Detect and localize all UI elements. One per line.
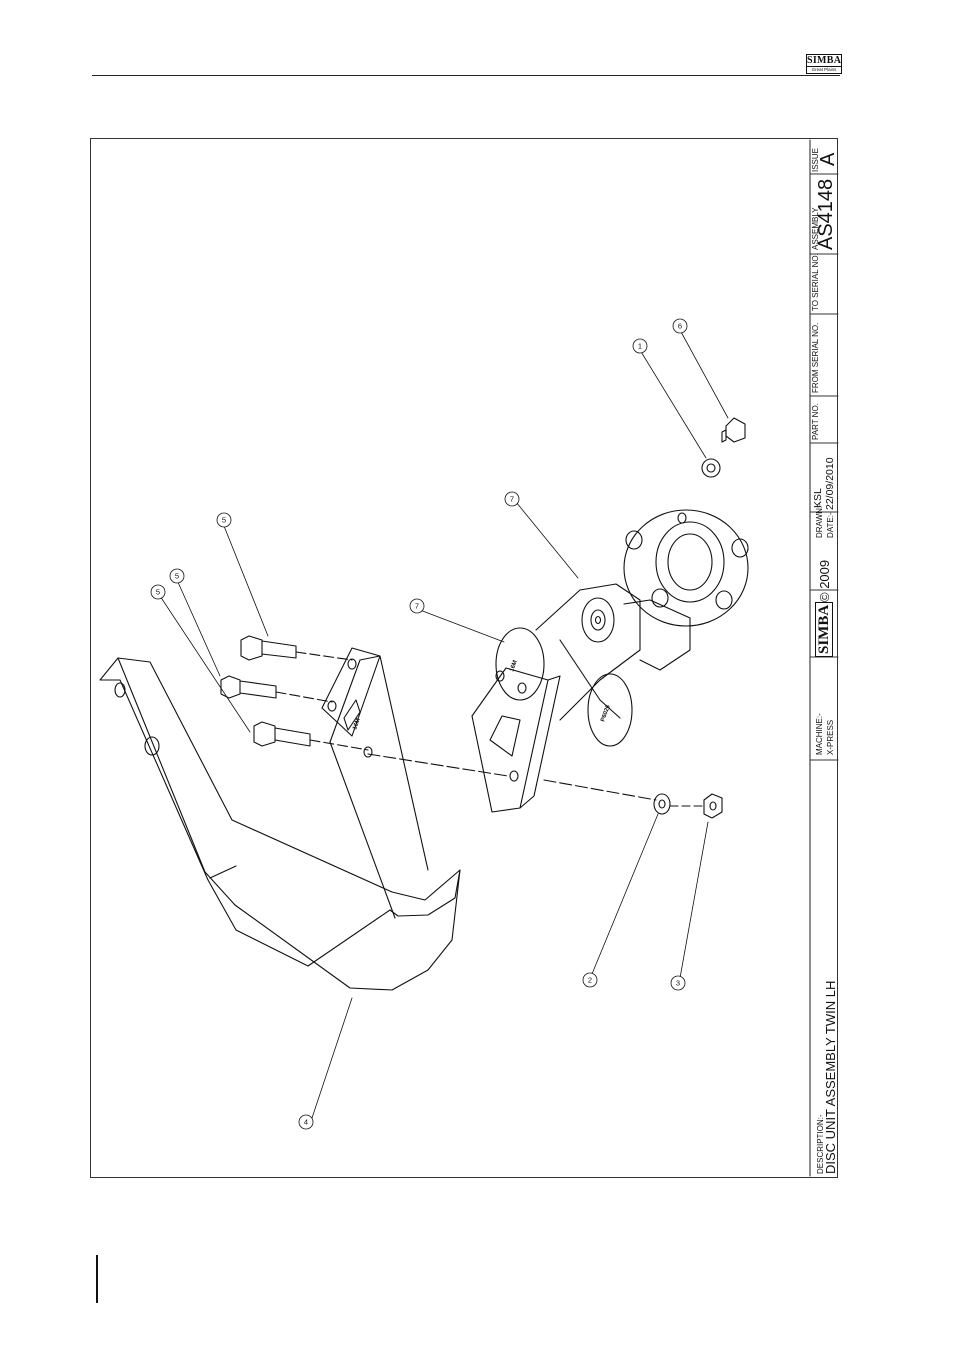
drawn-label: DRAWN:- <box>815 503 824 538</box>
machine-label: MACHINE:- <box>815 713 824 755</box>
part-no-label: PART NO. <box>811 403 820 440</box>
date-label: DATE:- <box>826 512 835 538</box>
callout-7b: 7 <box>510 495 514 504</box>
copyright: © 2009 <box>818 560 832 602</box>
callout-1: 1 <box>638 342 642 351</box>
callout-5a: 5 <box>222 516 226 525</box>
callout-5c: 5 <box>156 588 160 597</box>
leader-lines <box>160 330 728 1118</box>
assembly-number: AS4148 <box>816 179 837 250</box>
date: 22/09/2010 <box>825 457 836 510</box>
description: DISC UNIT ASSEMBLY TWIN LH <box>824 981 838 1174</box>
machine: X-PRESS <box>826 720 835 755</box>
to-serial-label: TO SERIAL NO. <box>811 253 820 311</box>
footer-bar <box>96 1255 98 1303</box>
part-washer-bolt <box>702 418 745 477</box>
drawn: KSL <box>813 488 824 508</box>
part-hub-flange <box>624 510 748 626</box>
part-mark-plate: 16M <box>352 718 362 731</box>
part-disc-arm <box>100 656 460 990</box>
issue: A <box>818 153 839 166</box>
callout-circles <box>151 319 687 1129</box>
callout-6: 6 <box>678 322 682 331</box>
part-washer-nut <box>544 780 722 818</box>
callout-4: 4 <box>304 1118 308 1127</box>
part-hub-plate <box>368 668 560 812</box>
from-serial-label: FROM SERIAL NO. <box>811 323 820 393</box>
part-bolts <box>221 636 368 750</box>
callout-3: 3 <box>676 979 680 988</box>
title-block-logo: SIMBA <box>815 602 833 657</box>
callout-5b: 5 <box>175 572 179 581</box>
part-twin-hub-body <box>496 584 690 746</box>
part-mark-disc-b: P6026 <box>600 704 612 723</box>
callout-7a: 7 <box>415 602 419 611</box>
callout-2: 2 <box>588 976 592 985</box>
